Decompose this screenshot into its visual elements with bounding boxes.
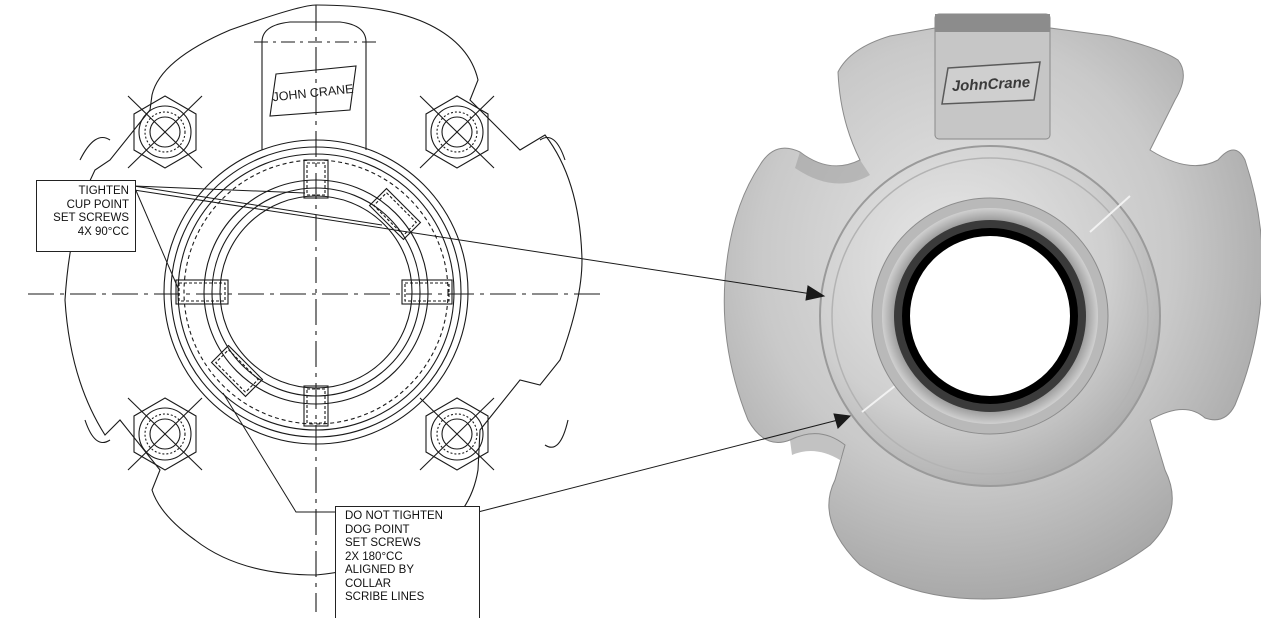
logo-plate bbox=[269, 65, 357, 117]
tighten-line-4: 4X 90°CC bbox=[77, 225, 129, 238]
photo-cutout-shadow-top-left bbox=[795, 152, 870, 184]
technical-drawing bbox=[28, 4, 606, 612]
do-not-tighten-callout-box: DO NOT TIGHTEN DOG POINT SET SCREWS 2X 1… bbox=[335, 506, 480, 618]
tighten-callout-box: TIGHTEN CUP POINT SET SCREWS 4X 90°CC bbox=[36, 180, 136, 252]
tighten-line-2: CUP POINT bbox=[66, 198, 129, 211]
do-not-tighten-line-6: COLLAR bbox=[345, 577, 392, 590]
arrowhead-donot bbox=[833, 413, 852, 429]
set-screw-right bbox=[401, 279, 453, 305]
photo-logo-text: JohnCrane bbox=[951, 74, 1030, 95]
set-screw-left bbox=[175, 279, 229, 305]
arrowhead-tighten bbox=[805, 285, 826, 301]
photo-lug-top bbox=[935, 14, 1050, 32]
bolt-upper-left bbox=[127, 95, 203, 169]
tighten-leader-lines bbox=[133, 185, 383, 289]
photo-logo-plate bbox=[941, 61, 1041, 105]
arrow-tighten-to-photo bbox=[133, 189, 813, 295]
flange-outline bbox=[64, 4, 583, 576]
flange-cutout-lines bbox=[79, 136, 569, 448]
do-not-tighten-line-3: SET SCREWS bbox=[345, 537, 421, 549]
set-screw-lower-left bbox=[210, 344, 264, 398]
drawing-logo-text: JOHN CRANE bbox=[272, 82, 354, 104]
set-screw-upper-right bbox=[368, 187, 422, 241]
do-not-tighten-line-4: 2X 180°CC bbox=[345, 550, 403, 563]
photo-cutout-shadow-bottom-left bbox=[790, 433, 845, 460]
do-not-tighten-leader-lines bbox=[222, 392, 335, 513]
bolt-upper-right bbox=[419, 95, 495, 169]
photo-scribe-line-top bbox=[1089, 195, 1131, 233]
collar-ring-dashed bbox=[183, 159, 449, 425]
arrow-donot-to-photo bbox=[477, 419, 839, 513]
top-lug bbox=[261, 21, 367, 150]
photo-bore bbox=[902, 228, 1078, 404]
seal-photo bbox=[723, 13, 1261, 600]
do-not-tighten-line-2: DOG POINT bbox=[345, 523, 410, 536]
connector-arrows bbox=[133, 189, 852, 513]
photo-scribe-line-bottom bbox=[861, 381, 901, 413]
photo-collar-edge bbox=[831, 157, 1149, 475]
bolt-lower-right bbox=[419, 397, 495, 471]
do-not-tighten-line-1: DO NOT TIGHTEN bbox=[345, 510, 443, 522]
tighten-line-3: SET SCREWS bbox=[53, 212, 129, 224]
do-not-tighten-line-5: ALIGNED BY bbox=[345, 564, 415, 576]
bolt-lower-left bbox=[127, 397, 203, 471]
tighten-line-1: TIGHTEN bbox=[78, 185, 129, 197]
do-not-tighten-line-7: SCRIBE LINES bbox=[345, 591, 425, 603]
